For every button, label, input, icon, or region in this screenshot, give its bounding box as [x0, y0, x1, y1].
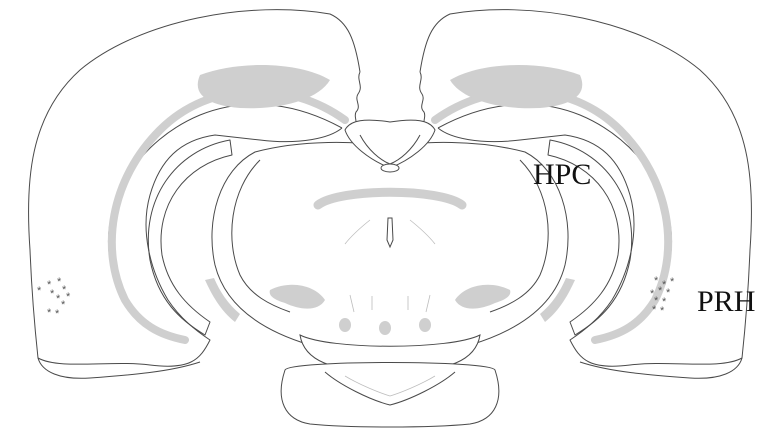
ventral-spot-1	[339, 318, 351, 332]
hpc-label: HPC	[533, 160, 591, 190]
asterisk-marker: *	[37, 285, 42, 297]
asterisk-marker: *	[55, 308, 60, 320]
pituitary	[281, 363, 499, 428]
habenula	[381, 164, 399, 172]
asterisk-marker: *	[66, 291, 71, 303]
asterisk-marker: *	[47, 307, 52, 319]
asterisk-marker: *	[50, 288, 55, 300]
prh-label: PRH	[697, 287, 755, 317]
ventral-spot-3	[419, 318, 431, 332]
asterisk-marker: *	[666, 287, 671, 299]
piriform-left	[38, 358, 200, 378]
asterisk-marker: *	[660, 305, 665, 317]
midline-fissure	[352, 72, 428, 128]
asterisk-markers-right: * * * * * * * * * *	[650, 275, 675, 317]
asterisk-markers-left: * * * * * * * * * *	[37, 276, 71, 320]
asterisk-marker: *	[670, 276, 675, 288]
asterisk-marker: *	[652, 304, 657, 316]
third-ventricle	[387, 218, 393, 247]
asterisk-marker: *	[61, 299, 66, 311]
piriform-right	[580, 358, 742, 378]
ventral-spot-2	[379, 321, 391, 335]
